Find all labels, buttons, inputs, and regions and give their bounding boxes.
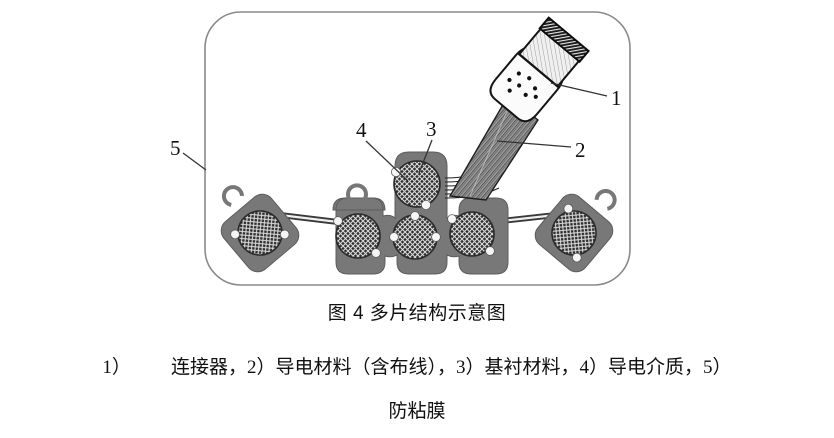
legend-item-3: 基衬材料，	[484, 357, 580, 378]
legend-item-2: 导电材料（含布线），	[275, 357, 456, 378]
leader-5	[182, 152, 207, 171]
pad-right-inner	[447, 211, 495, 257]
connector	[489, 16, 590, 123]
figure-legend-continued: 防粘膜	[388, 401, 446, 422]
callout-3: 3	[426, 117, 437, 141]
callout-1: 1	[611, 86, 622, 110]
pad-loop-tabs	[346, 183, 368, 202]
pad-left-outer	[215, 185, 305, 278]
pad-center-bottom	[389, 211, 441, 260]
callout-5: 5	[170, 136, 181, 160]
figure-caption: 图 4 多片结构示意图	[327, 303, 507, 324]
legend-num-4: 4）	[579, 357, 609, 378]
pad-right-outer	[529, 188, 619, 278]
callout-leaders	[182, 82, 608, 182]
legend-num-5: 5）	[703, 357, 732, 378]
figure-legend: 1） 连接器，2）导电材料（含布线），3）基衬材料，4）导电介质，5）	[0, 352, 834, 379]
legend-item-1: 连接器，	[170, 357, 247, 378]
legend-num-2: 2）	[246, 357, 276, 378]
leader-1	[550, 82, 608, 97]
leader-2	[496, 140, 572, 148]
figure-diagram: 1 2 3 4 5	[170, 11, 631, 286]
legend-prefix: 1）	[102, 357, 131, 378]
pad-center-top	[390, 160, 441, 210]
sensor-assembly-svg: 1 2 3 4 5	[170, 11, 631, 286]
legend-item-4: 导电介质，	[608, 357, 704, 378]
callout-2: 2	[575, 138, 586, 162]
leader-3	[418, 139, 433, 174]
connector-pin-dots	[507, 71, 538, 99]
leader-4	[365, 140, 409, 182]
pad-left-inner	[333, 213, 381, 259]
callout-4: 4	[356, 118, 367, 142]
legend-num-3: 3）	[455, 357, 485, 378]
